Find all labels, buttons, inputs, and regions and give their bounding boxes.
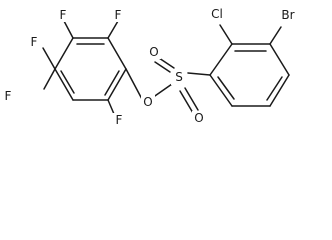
bromine-label: Br bbox=[281, 8, 294, 22]
fluorine-label: F bbox=[116, 113, 123, 127]
c-o-bond bbox=[125, 68, 144, 102]
sulfur-label: S bbox=[175, 70, 183, 84]
s-o-double-bond bbox=[154, 61, 171, 73]
ring2-bond bbox=[269, 74, 290, 107]
s-o-double-bond bbox=[158, 57, 175, 69]
atom-labels: F F F F F O S O O Cl Br bbox=[1, 6, 299, 127]
s-o-double-bond bbox=[179, 90, 194, 114]
fluorine-label: F bbox=[5, 89, 12, 103]
pentafluorophenyl-ring bbox=[54, 37, 127, 101]
fluorine-label: F bbox=[115, 8, 122, 22]
sulfonate-linkage bbox=[125, 57, 211, 114]
sulfonyl-oxygen-label: O bbox=[194, 111, 203, 125]
ring1-bond bbox=[107, 68, 127, 101]
ring1-bond bbox=[54, 68, 74, 101]
c-f-bond bbox=[63, 20, 74, 39]
ring1-double-bond bbox=[60, 70, 75, 94]
c-f-bond bbox=[43, 68, 56, 90]
fluorine-bonds bbox=[42, 20, 119, 115]
c-br-bond bbox=[269, 26, 282, 45]
ring1-double-bond bbox=[104, 70, 120, 96]
ring2-bond bbox=[269, 43, 290, 76]
c-f-bond bbox=[42, 47, 56, 70]
ring2-double-bond bbox=[217, 76, 235, 100]
ring2-bond bbox=[209, 74, 233, 107]
ring2-bond bbox=[209, 43, 233, 76]
c-cl-bond bbox=[219, 24, 233, 45]
ring1-bond bbox=[107, 37, 127, 70]
fluorine-label: F bbox=[60, 8, 67, 22]
fluorine-label: F bbox=[31, 35, 38, 49]
c-f-bond bbox=[107, 99, 115, 115]
bromochlorophenyl-ring bbox=[209, 24, 290, 107]
s-o-double-bond bbox=[184, 87, 199, 111]
chemical-structure: F F F F F O S O O Cl Br bbox=[1, 6, 299, 127]
c-f-bond bbox=[107, 20, 119, 39]
ring1-bond bbox=[54, 37, 74, 70]
ring2-double-bond bbox=[266, 76, 283, 101]
s-c-bond bbox=[187, 72, 211, 76]
ester-oxygen-label: O bbox=[143, 95, 152, 109]
sulfonyl-oxygen-label: O bbox=[149, 45, 158, 59]
chlorine-label: Cl bbox=[211, 7, 223, 21]
o-s-bond bbox=[151, 83, 173, 99]
